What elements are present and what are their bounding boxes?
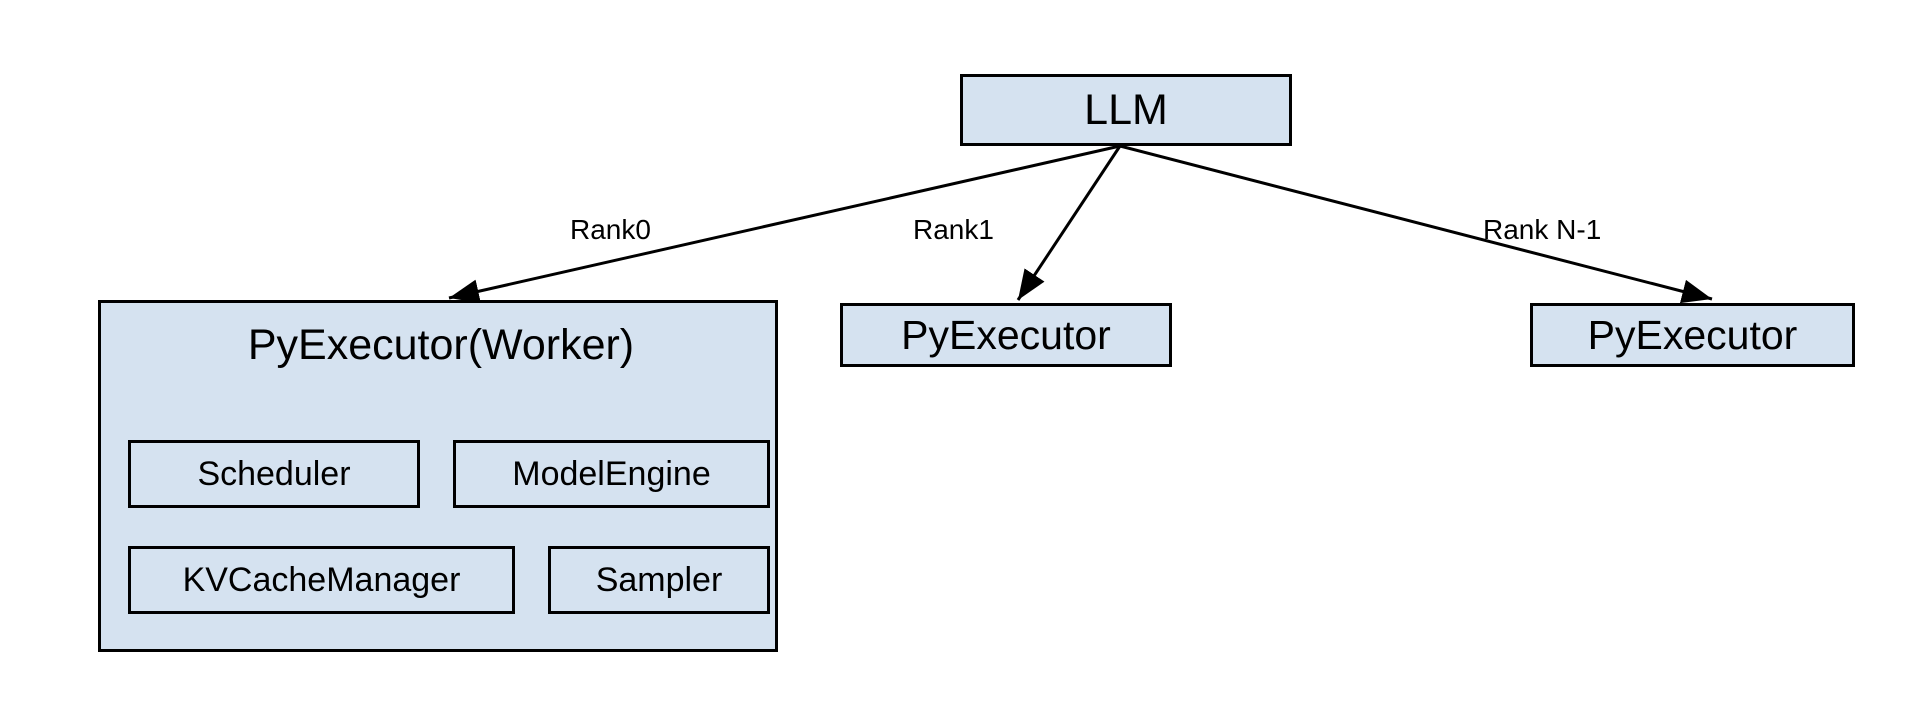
node-pyexecutor-rank1-label: PyExecutor [901, 311, 1111, 358]
edge-label-rank1: Rank1 [913, 214, 994, 245]
edge-label-rank-n-1: Rank N-1 [1483, 214, 1602, 245]
node-pyexecutor-rank-n-1[interactable]: PyExecutor [1530, 303, 1855, 367]
node-scheduler-label: Scheduler [197, 454, 351, 493]
node-kv-cache-manager[interactable]: KVCacheManager [128, 546, 515, 614]
node-sampler[interactable]: Sampler [548, 546, 770, 614]
node-llm-label: LLM [1084, 85, 1168, 134]
edge-rank0-line [448, 144, 1121, 304]
node-model-engine-label: ModelEngine [512, 454, 711, 493]
node-pyexecutor-worker[interactable]: PyExecutor(Worker) Scheduler ModelEngine… [98, 300, 778, 652]
node-model-engine[interactable]: ModelEngine [453, 440, 770, 508]
node-pyexecutor-rank-n-1-label: PyExecutor [1587, 311, 1798, 358]
node-sampler-label: Sampler [595, 560, 723, 599]
edge-rankn-line [1119, 144, 1713, 304]
edge-rank1-line [1016, 145, 1122, 301]
node-scheduler[interactable]: Scheduler [128, 440, 420, 508]
node-kv-cache-manager-label: KVCacheManager [182, 560, 461, 599]
edge-label-rank0: Rank0 [570, 214, 651, 245]
node-pyexecutor-rank1[interactable]: PyExecutor [840, 303, 1172, 367]
node-llm[interactable]: LLM [960, 74, 1292, 146]
node-pyexecutor-worker-label: PyExecutor(Worker) [247, 321, 635, 369]
